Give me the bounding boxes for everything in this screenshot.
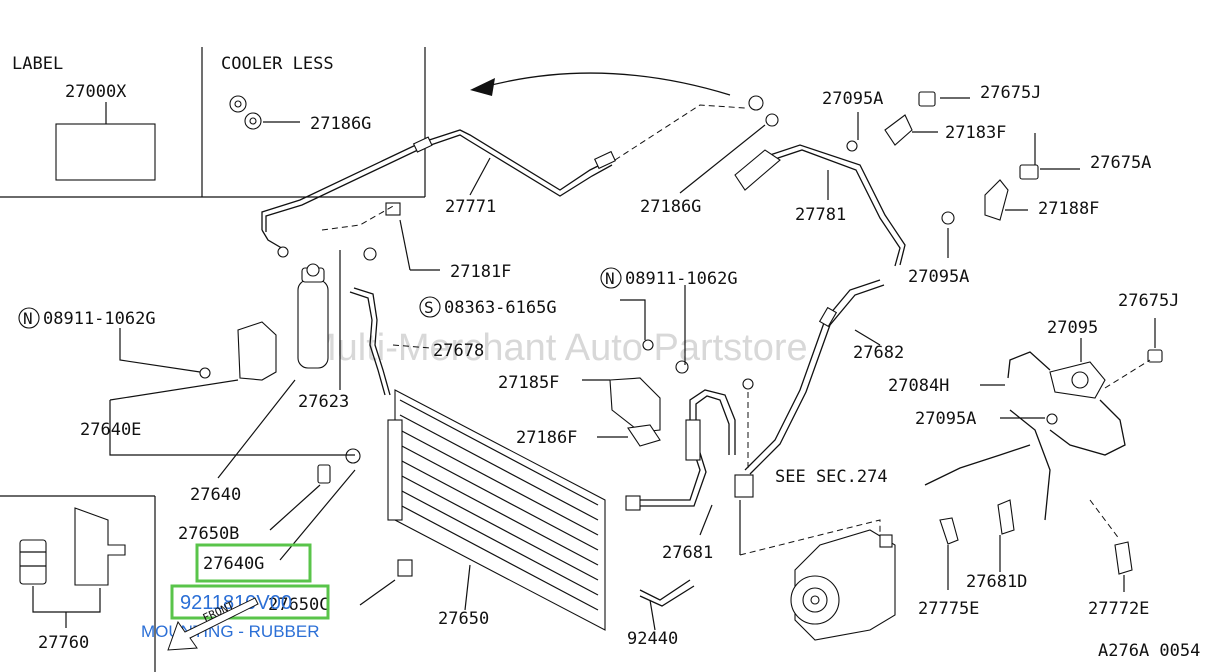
n-marker-icon <box>600 267 622 289</box>
part-label-27681: 27681 <box>662 543 713 563</box>
cooler-less-part-number: 27186G <box>310 114 371 134</box>
part-label-27623: 27623 <box>298 392 349 412</box>
pipe-27771 <box>261 129 617 251</box>
bolt-icon <box>742 378 754 390</box>
part-label-27188F: 27188F <box>1038 199 1099 219</box>
front-arrow-icon <box>167 597 259 651</box>
part-label-27186F: 27186F <box>516 428 577 448</box>
n-marker-label: N <box>23 309 33 328</box>
grommet-icon <box>345 448 361 464</box>
mount-rubber-icon <box>397 559 413 577</box>
s-marker-label: S <box>424 298 434 317</box>
part-label-27650C: 27650C <box>268 595 329 615</box>
part-label-92118: 9211810V00 <box>180 592 292 614</box>
harness-27084H <box>1007 351 1051 379</box>
part-label-27650B: 27650B <box>178 524 239 544</box>
part-label-27095A: 27095A <box>915 409 976 429</box>
part-label-92440: 92440 <box>627 629 678 649</box>
n-marker-label: N <box>605 269 615 288</box>
bracket-27185F <box>609 339 689 433</box>
bolt-icon <box>941 211 955 225</box>
part-label-27181F: 27181F <box>450 262 511 282</box>
bolt-27675A <box>1019 164 1080 180</box>
direction-arrow <box>479 72 731 96</box>
label-part-number: 27000X <box>65 82 127 102</box>
bracket-27188F <box>984 179 1028 221</box>
part-label-27771: 27771 <box>445 197 496 217</box>
part-label-27650: 27650 <box>438 609 489 629</box>
highlight-box-27640G <box>195 543 312 583</box>
n-marker-icon <box>18 307 40 329</box>
pipe-27781 <box>734 144 906 267</box>
clip-icon <box>734 474 754 498</box>
part-label-08363-6165G: 08363-6165G <box>444 298 557 318</box>
bolt-icon <box>1147 349 1163 363</box>
part-label-27675J: 27675J <box>980 83 1041 103</box>
part-label-27640: 27640 <box>190 485 241 505</box>
pressure-switch-27095 <box>1049 361 1106 399</box>
bolt-27675J-top <box>918 91 970 107</box>
part-label-27640E: 27640E <box>80 420 141 440</box>
hose-27681 <box>625 389 736 511</box>
bracket-27186F <box>627 424 661 447</box>
label-sticker-icon <box>55 123 156 181</box>
bottom-left-box: 27760 <box>0 495 156 672</box>
part-label-27678: 27678 <box>433 341 484 361</box>
part-label-27760: 27760 <box>38 633 89 653</box>
fitting-icon <box>363 247 377 261</box>
bracket-27640E <box>199 321 277 381</box>
pipe-27678 <box>349 291 386 396</box>
clip-27772E <box>1114 541 1133 592</box>
hose-27682 <box>744 279 885 475</box>
compressor <box>790 529 896 641</box>
part-label-27682: 27682 <box>853 343 904 363</box>
part-label-08911-1062G: 08911-1062G <box>43 309 156 329</box>
part-label-27185F: 27185F <box>498 373 559 393</box>
part-label-27095: 27095 <box>1047 318 1098 338</box>
bolt-icon <box>846 140 858 152</box>
clip-icon <box>385 202 401 216</box>
part-label-08911-1062G: 08911-1062G <box>625 269 738 289</box>
arrow-head-icon <box>470 78 495 96</box>
see-section-note: SEE SEC.274 <box>775 467 888 487</box>
highlight-box-92118 <box>170 584 330 620</box>
watermark: Multi-Merchant Auto Partstore <box>305 327 808 369</box>
dashed-link <box>614 104 746 161</box>
receiver-drier <box>297 263 329 369</box>
cooler-less-box: COOLER LESS 27186G <box>221 54 371 134</box>
part-label-27095A: 27095A <box>822 89 883 109</box>
pipe-92440 <box>639 579 695 607</box>
reference-code: A276A 0054 <box>1098 641 1200 661</box>
part-label-27681D: 27681D <box>966 572 1027 592</box>
part-label-27640G: 27640G <box>203 554 264 574</box>
part-label-27772E: 27772E <box>1088 599 1149 619</box>
part-label-27183F: 27183F <box>945 123 1006 143</box>
label-box-title: LABEL <box>12 54 63 74</box>
part-label-27675J: 27675J <box>1118 291 1179 311</box>
clip-27775E <box>939 517 959 590</box>
bolt-icon <box>317 464 331 484</box>
bolt-icon <box>1046 413 1058 425</box>
fitting-icon <box>277 246 289 258</box>
condenser <box>387 389 606 631</box>
part-label-27084H: 27084H <box>888 376 949 396</box>
part-label-27675A: 27675A <box>1090 153 1151 173</box>
part-label-27781: 27781 <box>795 205 846 225</box>
clip-27681D <box>997 499 1015 572</box>
part-label-27775E: 27775E <box>918 599 979 619</box>
part-label-27186G: 27186G <box>640 197 701 217</box>
cooler-less-title: COOLER LESS <box>221 54 334 74</box>
label-box: LABEL 27000X <box>0 47 426 198</box>
mounting-note: MOUNTING - RUBBER <box>141 622 320 641</box>
cap-nut-icon <box>229 95 262 130</box>
cap-nut-top <box>748 95 779 127</box>
part-label-27095A: 27095A <box>908 267 969 287</box>
s-marker-icon <box>419 296 441 318</box>
fitting-icon <box>19 507 126 586</box>
bracket-27183F <box>884 114 938 146</box>
